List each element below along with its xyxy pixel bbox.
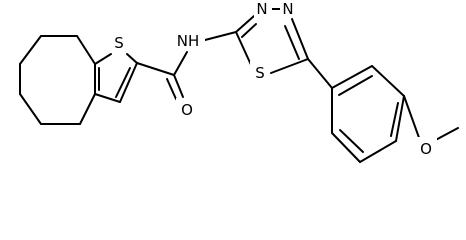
bond [331,132,361,163]
bond [371,65,405,97]
thiadiazole-nitrogen-2-label: N [282,0,293,18]
bond [331,65,373,89]
bond [359,140,397,163]
bond-lines [19,8,459,163]
bond [204,31,237,41]
bond [235,15,255,33]
amide-nitrogen-label: NH [177,32,200,50]
bond [235,31,253,68]
bond [94,53,112,65]
bond [166,78,177,100]
bond [307,58,333,89]
bond [284,25,300,60]
methoxy-oxygen-label: O [420,140,432,158]
bond [270,58,309,74]
bond [173,74,184,98]
thiadiazole-nitrogen-1-label: N [256,0,267,18]
bond [19,35,42,65]
bond [173,51,188,76]
bond [395,95,405,142]
bond [19,93,42,125]
bond [338,75,373,96]
bond [291,18,309,60]
thiadiazole-sulfur-label: S [255,64,265,82]
chemical-structure-drawing: S NH O N N S O [19,0,459,163]
bond [79,93,96,125]
thiophene-sulfur-label: S [114,34,124,52]
atom-labels: S NH O N N S O [109,0,437,159]
bond [136,62,175,76]
bond [76,35,96,65]
bond [390,102,399,137]
bond [119,62,138,103]
bond [115,67,131,98]
bond [126,53,138,64]
bond [94,93,121,103]
bond [241,23,257,38]
carbonyl-oxygen-label: O [181,101,193,119]
bond [339,129,364,153]
